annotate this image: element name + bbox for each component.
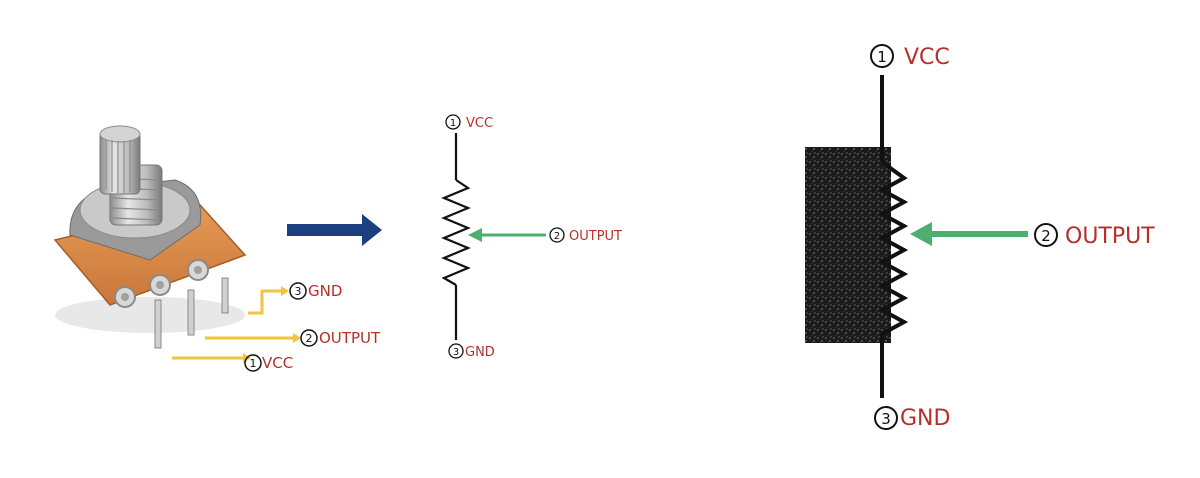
svg-text:OUTPUT: OUTPUT	[1065, 224, 1155, 249]
potentiometer-photo	[53, 125, 247, 349]
svg-text:VCC: VCC	[904, 45, 950, 70]
resistor-symbol	[441, 133, 471, 340]
pin-leads	[172, 289, 293, 360]
schematic-large: 1 VCC 2 OUTPUT 3 GND	[805, 44, 1155, 431]
schematic-small-output-label: 2 OUTPUT	[549, 227, 622, 244]
textured-panel	[805, 147, 891, 343]
svg-text:1: 1	[250, 357, 257, 370]
svg-text:3: 3	[881, 410, 891, 428]
green-arrow-icon-large	[910, 222, 1028, 246]
svg-text:2: 2	[306, 332, 313, 345]
schematic-small: 1 VCC 2 OUTPUT 3 GND	[441, 114, 622, 360]
photo-label-gnd: 3 GND	[289, 282, 342, 300]
photo-label-vcc: 1 VCC	[244, 354, 293, 372]
photo-label-output: 2 OUTPUT	[300, 329, 381, 347]
resistor-symbol-large	[877, 75, 909, 398]
schematic-large-vcc-label: 1 VCC	[870, 44, 950, 70]
green-arrow-icon	[468, 228, 546, 242]
svg-text:VCC: VCC	[466, 116, 493, 131]
svg-text:1: 1	[450, 118, 456, 129]
svg-text:OUTPUT: OUTPUT	[569, 229, 622, 244]
schematic-large-gnd-label: 3 GND	[874, 406, 950, 431]
svg-text:GND: GND	[465, 345, 495, 360]
svg-text:1: 1	[877, 48, 887, 66]
svg-text:GND: GND	[900, 406, 950, 431]
svg-text:3: 3	[453, 347, 459, 358]
svg-text:3: 3	[295, 285, 302, 298]
svg-text:VCC: VCC	[262, 354, 293, 372]
svg-text:GND: GND	[308, 282, 342, 300]
schematic-large-output-label: 2 OUTPUT	[1034, 223, 1155, 249]
right-arrow-icon	[287, 214, 382, 246]
svg-text:2: 2	[554, 231, 560, 242]
svg-text:2: 2	[1041, 227, 1051, 245]
svg-text:OUTPUT: OUTPUT	[319, 329, 381, 347]
schematic-small-vcc-label: 1 VCC	[445, 114, 493, 131]
schematic-small-gnd-label: 3 GND	[448, 343, 495, 360]
